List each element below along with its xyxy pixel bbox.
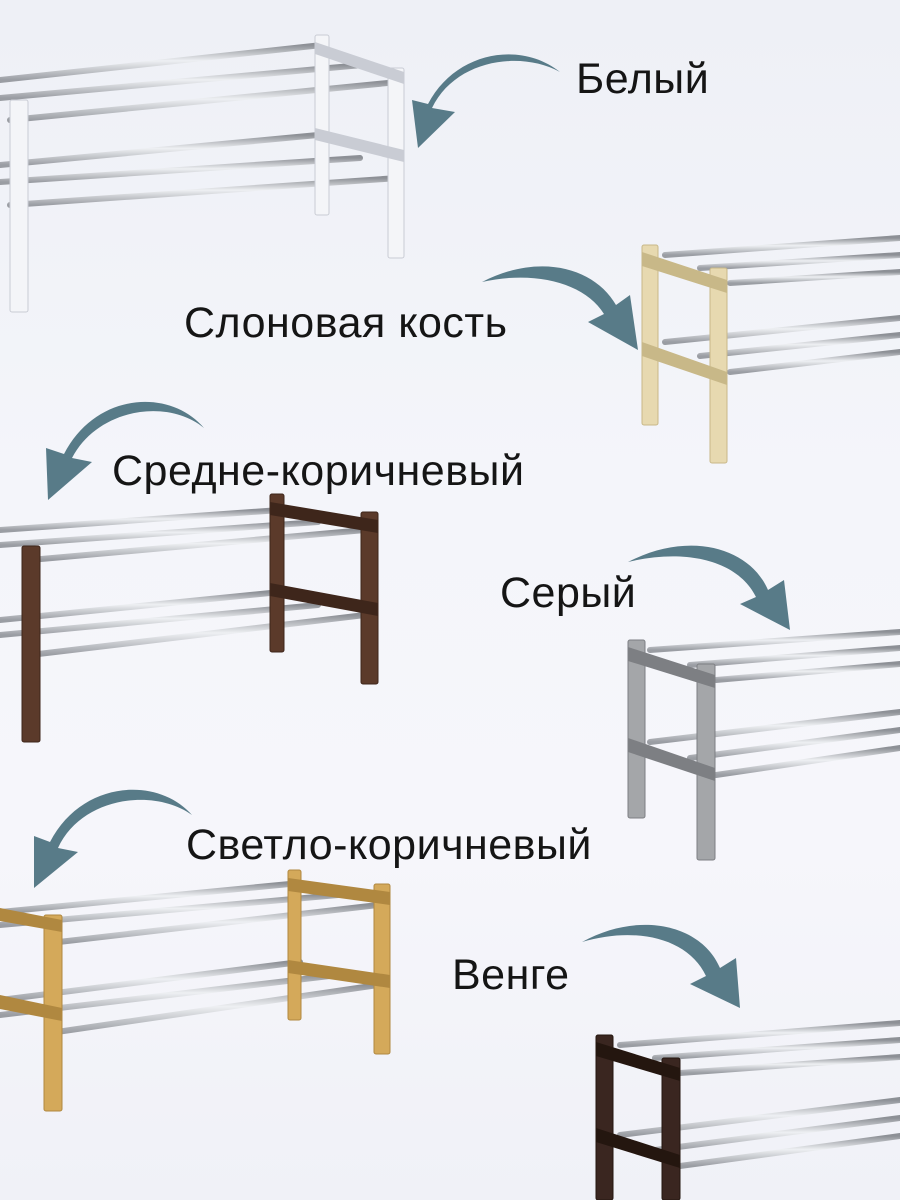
arrow-icon-light-brown xyxy=(34,789,192,888)
variant-label-wenge: Венге xyxy=(452,951,570,999)
variant-label-ivory: Слоновая кость xyxy=(184,299,508,347)
rack-medium-brown xyxy=(0,493,379,743)
rack-ivory xyxy=(641,235,900,464)
variant-label-medium-brown: Средне-коричневый xyxy=(112,447,525,495)
rack-light-brown xyxy=(0,869,391,1112)
arrow-icon-medium-brown xyxy=(46,401,204,500)
variant-label-grey: Серый xyxy=(500,569,637,617)
rack-wenge xyxy=(595,1020,900,1200)
arrow-icon-grey xyxy=(628,545,790,630)
variant-label-white: Белый xyxy=(576,55,710,103)
rack-white xyxy=(0,34,405,313)
rack-grey xyxy=(627,629,900,861)
arrow-icon-wenge xyxy=(582,924,740,1008)
variant-label-light-brown: Светло-коричневый xyxy=(186,821,592,869)
arrow-icon-white xyxy=(412,54,560,148)
arrow-icon-ivory xyxy=(482,266,638,350)
